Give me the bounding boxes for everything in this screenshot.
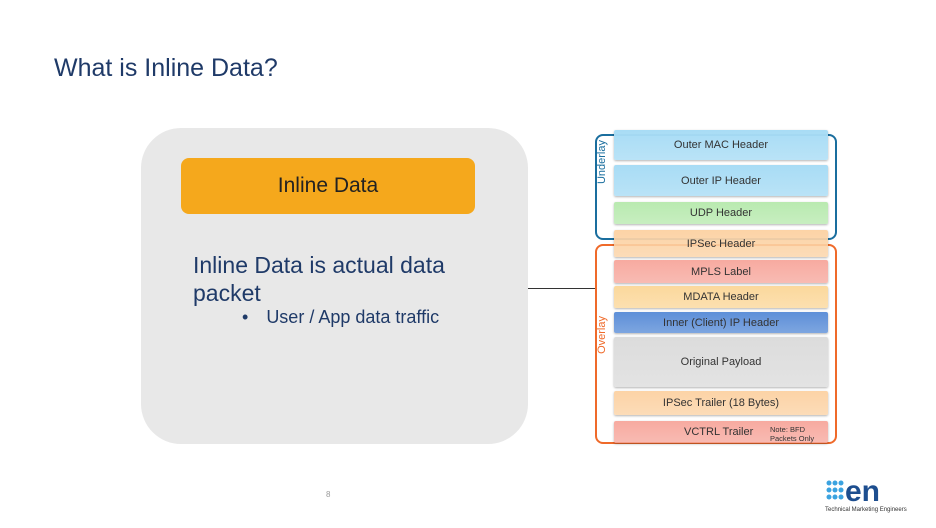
packet-row: UDP Header: [614, 202, 828, 224]
page-title: What is Inline Data?: [54, 54, 278, 82]
bullet-item: •User / App data traffic: [242, 307, 440, 327]
overlay-label: Overlay: [596, 316, 608, 354]
inline-data-badge: Inline Data: [181, 158, 475, 214]
bullet-text: User / App data traffic: [266, 307, 440, 327]
packet-row: MPLS Label: [614, 260, 828, 283]
packet-row: IPSec Trailer (18 Bytes): [614, 391, 828, 415]
en-logo: en Technical Marketing Engineers: [822, 475, 912, 514]
packet-row: IPSec Header: [614, 230, 828, 257]
packet-row: Inner (Client) IP Header: [614, 312, 828, 333]
packet-row: Outer IP Header: [614, 165, 828, 196]
svg-text:Technical Marketing Engineers: Technical Marketing Engineers: [825, 507, 907, 513]
packet-row: Original Payload: [614, 337, 828, 387]
packet-row: MDATA Header: [614, 286, 828, 308]
page-number: 8: [326, 490, 331, 499]
packet-row: Outer MAC Header: [614, 130, 828, 160]
underlay-label: Underlay: [596, 140, 608, 185]
svg-text:en: en: [845, 478, 880, 508]
connector-line: [528, 288, 595, 289]
description: Inline Data is actual data packet: [193, 252, 445, 306]
packet-row: VCTRL Trailer: [614, 421, 828, 443]
bfd-note: Note: BFD Packets Only: [770, 425, 815, 443]
